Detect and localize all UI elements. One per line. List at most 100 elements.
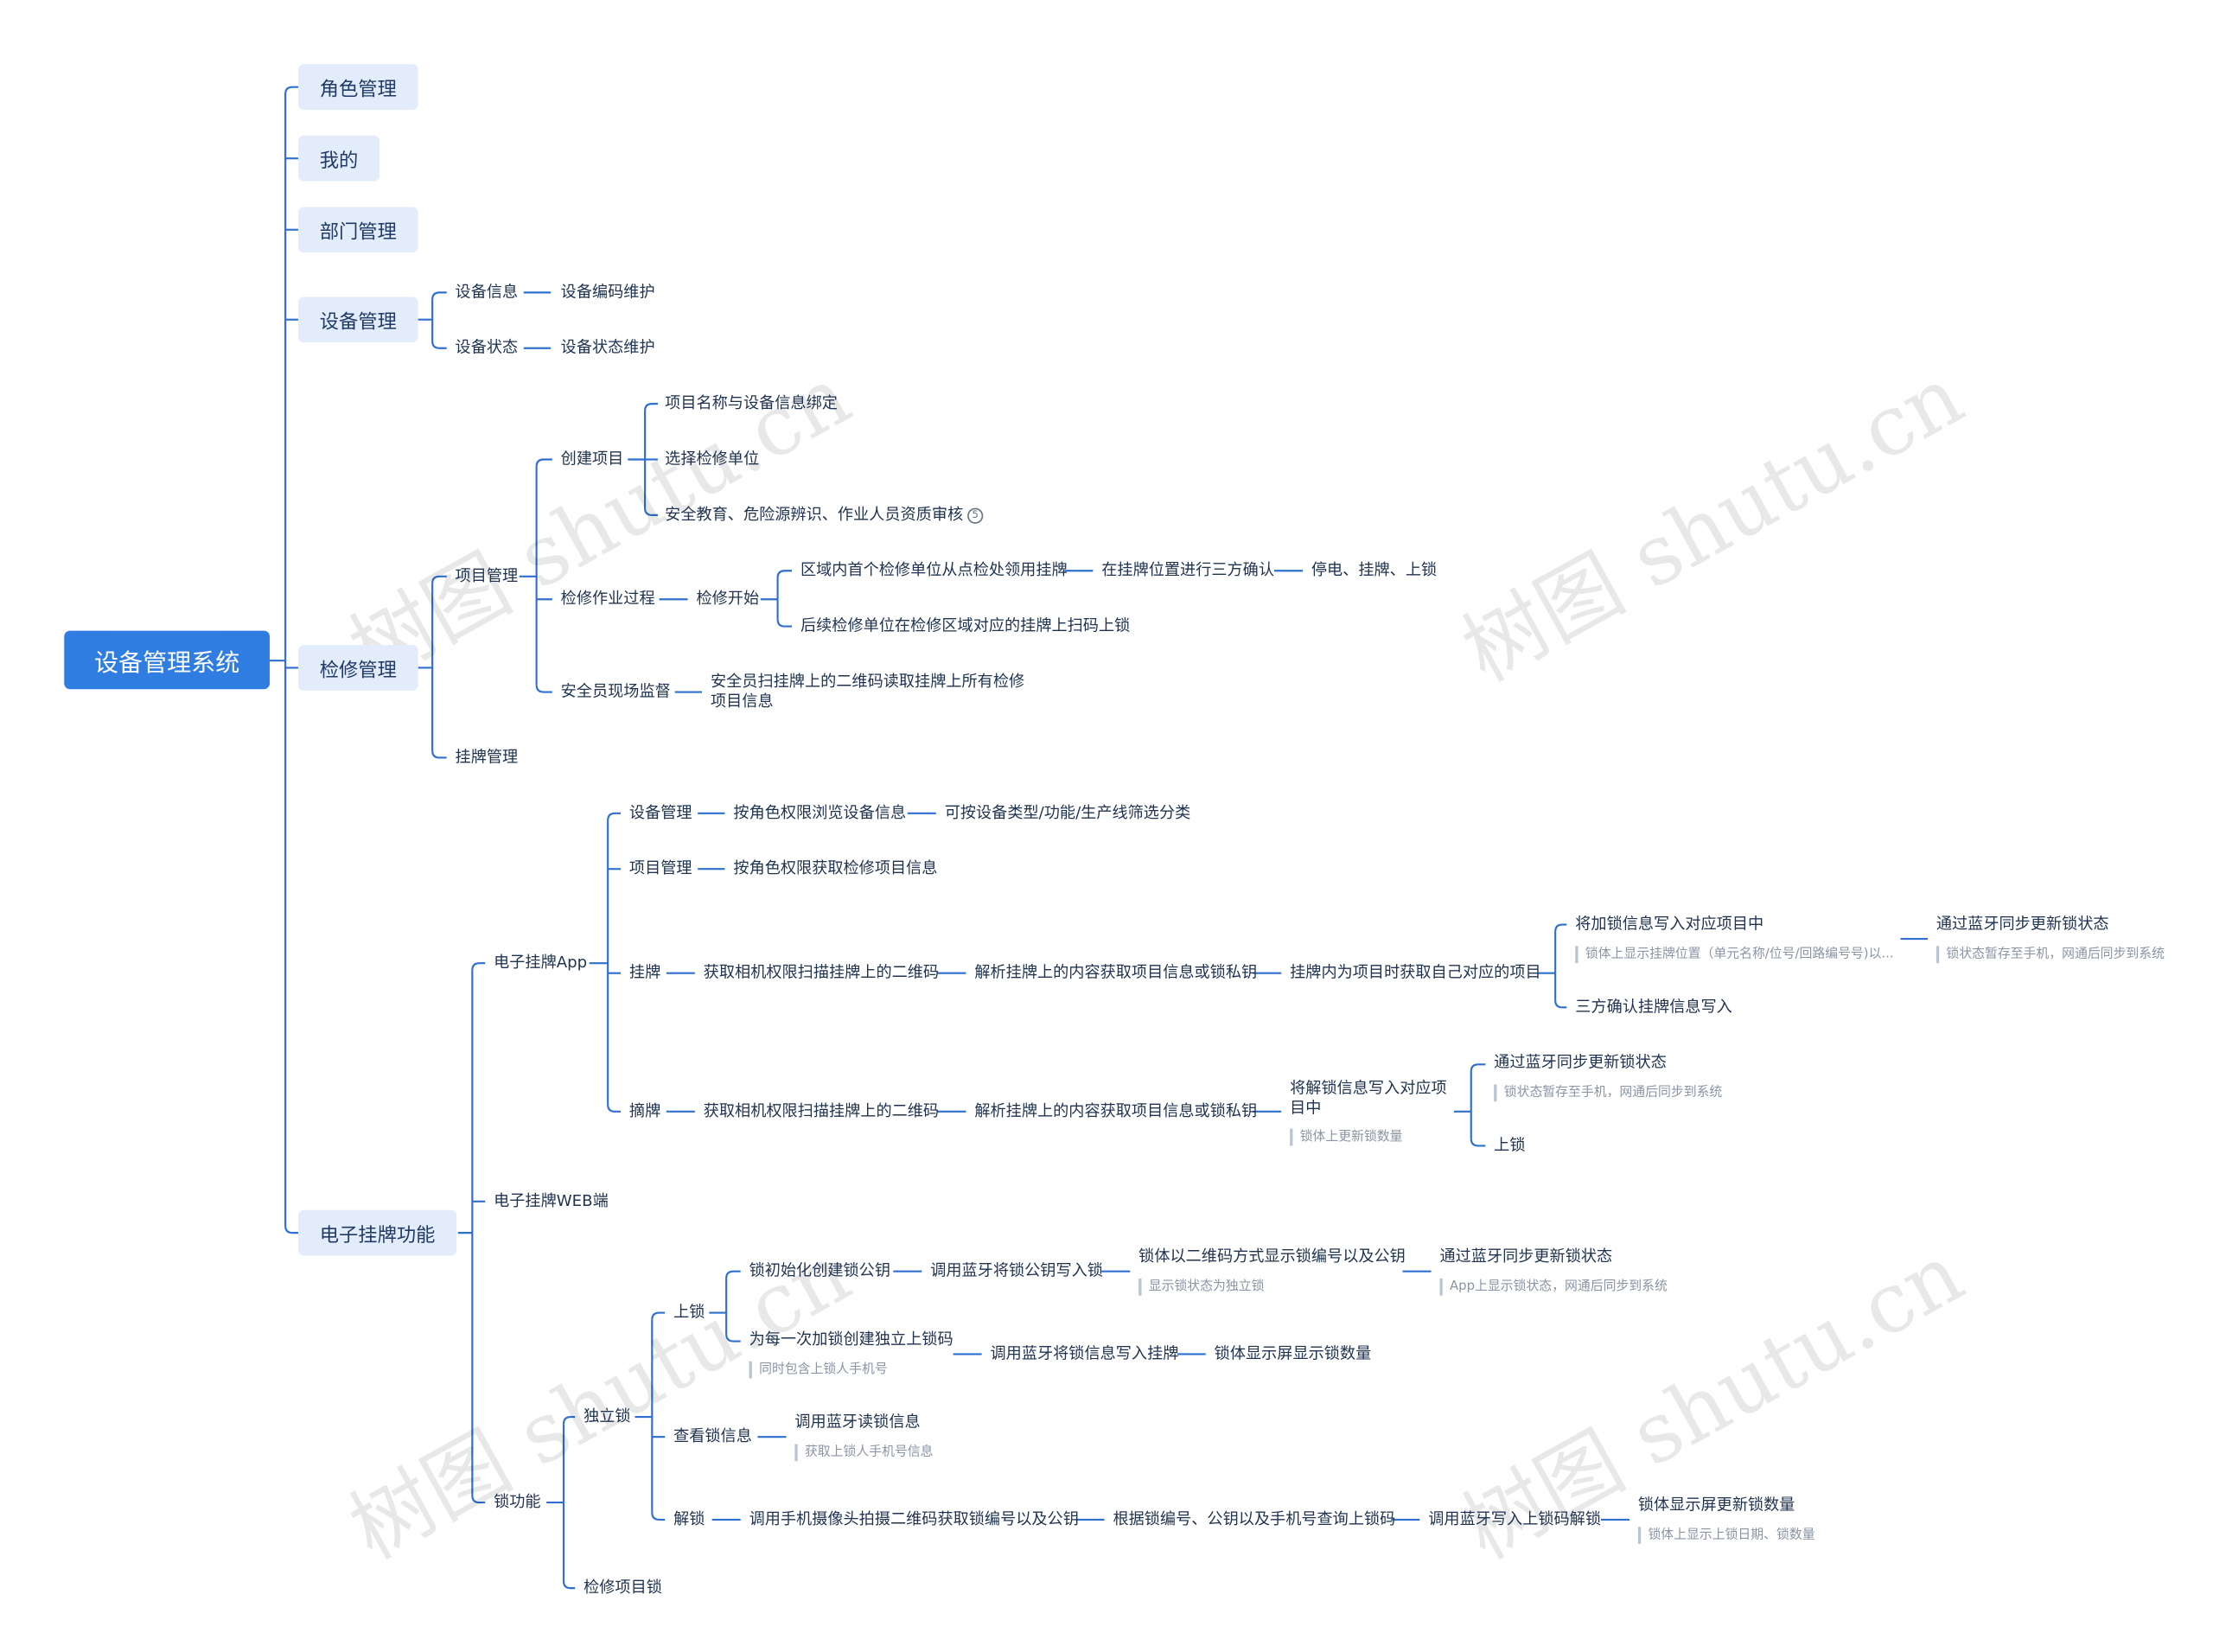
node-pick-parse[interactable]: 解析挂牌上的内容获取项目信息或锁私钥 [974, 1101, 1258, 1120]
node-app-device-browse[interactable]: 按角色权限浏览设备信息 [733, 803, 907, 822]
pick-write-line1: 将解锁信息写入对应项 [1290, 1078, 1447, 1098]
count-badge[interactable]: 5 [967, 507, 984, 523]
connector [562, 1415, 576, 1425]
node-lock-init-write[interactable]: 调用蓝牙将锁公钥写入锁 [930, 1261, 1103, 1280]
node-lock-each-write[interactable]: 调用蓝牙将锁信息写入挂牌 [990, 1343, 1179, 1363]
root-node[interactable]: 设备管理系统 [64, 630, 270, 690]
node-lock-function[interactable]: 锁功能 [494, 1492, 541, 1511]
node-unlock[interactable]: 解锁 [673, 1509, 705, 1528]
note-lock-init-bluetooth: App上显示锁状态，网通后同步到系统 [1439, 1278, 1668, 1296]
node-pick[interactable]: 摘牌 [628, 1101, 661, 1120]
node-unlock-bluetooth[interactable]: 调用蓝牙写入上锁码解锁 [1428, 1509, 1601, 1528]
node-repair-management[interactable]: 检修管理 [297, 645, 418, 691]
node-project-mgmt[interactable]: 项目管理 [455, 566, 519, 585]
node-safety-scan[interactable]: 安全员扫挂牌上的二维码读取挂牌上所有检修项目信息 [711, 672, 1024, 711]
node-unlock-camera[interactable]: 调用手机摄像头拍摄二维码获取锁编号以及公钥 [749, 1509, 1079, 1528]
note-unlock-display: 锁体上显示上锁日期、锁数量 [1637, 1527, 1815, 1544]
node-device-info[interactable]: 设备信息 [455, 282, 519, 302]
note-view-bluetooth: 获取上锁人手机号信息 [794, 1444, 934, 1462]
node-pick-write[interactable]: 将解锁信息写入对应项目中 [1290, 1079, 1447, 1119]
node-app-project-get[interactable]: 按角色权限获取检修项目信息 [733, 858, 938, 878]
node-repair-start[interactable]: 检修开始 [696, 589, 760, 609]
node-hang[interactable]: 挂牌 [628, 963, 661, 982]
node-lock[interactable]: 上锁 [673, 1302, 705, 1322]
connector [535, 458, 552, 467]
connector [725, 1334, 741, 1343]
node-device-management[interactable]: 设备管理 [297, 297, 418, 343]
node-independent-lock[interactable]: 独立锁 [584, 1406, 631, 1426]
note-lock-each: 同时包含上锁人手机号 [749, 1361, 888, 1379]
node-tag-app[interactable]: 电子挂牌App [494, 953, 588, 973]
node-create-project[interactable]: 创建项目 [560, 449, 624, 469]
connector [776, 570, 793, 578]
node-repair-process[interactable]: 检修作业过程 [560, 589, 655, 609]
node-unlock-query[interactable]: 根据锁编号、公钥以及手机号查询上锁码 [1113, 1509, 1396, 1528]
node-lock-each[interactable]: 为每一次加锁创建独立上锁码 [749, 1330, 953, 1349]
connector [776, 619, 793, 628]
node-view-bluetooth[interactable]: 调用蓝牙读锁信息 [794, 1413, 921, 1432]
safety-education-label: 安全教育、危险源辨识、作业人员资质审核 [665, 505, 964, 524]
connector [643, 403, 658, 411]
connector [284, 1225, 298, 1234]
node-app-project[interactable]: 项目管理 [628, 858, 692, 878]
node-lock-qr[interactable]: 锁体以二维码方式显示锁编号以及公钥 [1138, 1247, 1406, 1266]
safety-scan-line1: 安全员扫挂牌上的二维码读取挂牌上所有检修 [710, 672, 1025, 691]
node-view-lock[interactable]: 查看锁信息 [673, 1426, 752, 1446]
node-hang-scan[interactable]: 获取相机权限扫描挂牌上的二维码 [703, 963, 940, 982]
node-safety-officer[interactable]: 安全员现场监督 [560, 681, 671, 701]
connector [725, 1270, 741, 1279]
connector [607, 1104, 622, 1113]
node-unlock-display[interactable]: 锁体显示屏更新锁数量 [1637, 1495, 1795, 1515]
note-hang-write: 锁体上显示挂牌位置（单元名称/位号/回路编号号)以... [1575, 946, 1894, 964]
note-pick-write: 锁体上更新锁数量 [1290, 1128, 1403, 1146]
node-app-device-filter[interactable]: 可按设备类型/功能/生产线筛选分类 [944, 803, 1191, 822]
connector [643, 507, 658, 516]
note-lock-qr: 显示锁状态为独立锁 [1138, 1278, 1264, 1296]
connector [471, 962, 486, 971]
node-app-device[interactable]: 设备管理 [628, 803, 692, 822]
connector [607, 812, 622, 821]
node-device-state-maint[interactable]: 设备状态维护 [560, 338, 655, 357]
connector [431, 291, 447, 300]
node-tag-mgmt[interactable]: 挂牌管理 [455, 747, 519, 767]
node-mine[interactable]: 我的 [297, 135, 380, 182]
pick-write-line2: 目中 [1290, 1098, 1322, 1118]
node-hang-confirm[interactable]: 三方确认挂牌信息写入 [1575, 997, 1732, 1017]
node-hang-project[interactable]: 挂牌内为项目时获取自己对应的项目 [1290, 963, 1541, 982]
note-pick-bluetooth: 锁状态暂存至手机，网通后同步到系统 [1494, 1084, 1722, 1102]
connector [651, 1311, 666, 1320]
connector [1470, 1063, 1486, 1072]
node-device-code[interactable]: 设备编码维护 [560, 282, 655, 302]
connector [535, 685, 552, 693]
safety-scan-line2: 项目信息 [710, 692, 774, 711]
node-first-unit[interactable]: 区域内首个检修单位从点检处领用挂牌 [800, 560, 1068, 580]
connector [651, 1512, 666, 1521]
node-electronic-tag[interactable]: 电子挂牌功能 [297, 1209, 457, 1256]
connector [284, 86, 298, 94]
connector [431, 750, 447, 759]
node-three-way-confirm[interactable]: 在挂牌位置进行三方确认 [1101, 560, 1274, 580]
node-hang-parse[interactable]: 解析挂牌上的内容获取项目信息或锁私钥 [974, 963, 1258, 982]
node-repair-project-lock[interactable]: 检修项目锁 [584, 1578, 662, 1598]
node-hang-bluetooth[interactable]: 通过蓝牙同步更新锁状态 [1936, 915, 2109, 934]
node-hang-write[interactable]: 将加锁信息写入对应项目中 [1575, 915, 1764, 934]
node-pick-lock[interactable]: 上锁 [1494, 1135, 1526, 1155]
node-role-management[interactable]: 角色管理 [297, 64, 418, 111]
node-pick-bluetooth[interactable]: 通过蓝牙同步更新锁状态 [1494, 1053, 1667, 1072]
connector [562, 1580, 576, 1590]
node-power-off[interactable]: 停电、挂牌、上锁 [1311, 560, 1438, 580]
node-select-unit[interactable]: 选择检修单位 [665, 449, 760, 469]
connector [471, 1495, 486, 1504]
node-lock-init[interactable]: 锁初始化创建锁公钥 [749, 1261, 890, 1280]
node-lock-init-bluetooth[interactable]: 通过蓝牙同步更新锁状态 [1439, 1247, 1613, 1266]
node-bind-device[interactable]: 项目名称与设备信息绑定 [665, 393, 838, 413]
node-dept-management[interactable]: 部门管理 [297, 207, 418, 253]
node-device-state[interactable]: 设备状态 [455, 338, 519, 357]
node-tag-web[interactable]: 电子挂牌WEB端 [494, 1191, 609, 1210]
node-lock-each-display[interactable]: 锁体显示屏显示锁数量 [1214, 1343, 1372, 1363]
node-pick-scan[interactable]: 获取相机权限扫描挂牌上的二维码 [703, 1101, 940, 1120]
node-later-units[interactable]: 后续检修单位在检修区域对应的挂牌上扫码上锁 [800, 616, 1131, 635]
